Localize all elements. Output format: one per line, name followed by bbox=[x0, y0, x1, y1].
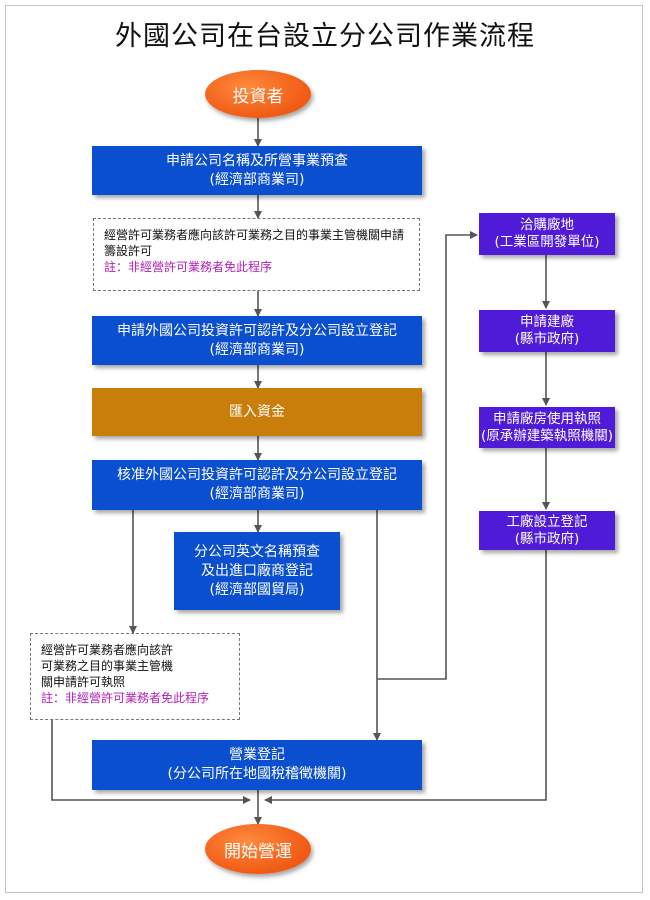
arrow-factory4-to-end bbox=[264, 550, 547, 804]
step-agency: (工業區開發單位) bbox=[494, 234, 600, 250]
step-label: 營業登記 bbox=[229, 747, 285, 763]
step-usage-license: 申請廠房使用執照 (原承辦建築執照機關) bbox=[479, 407, 615, 448]
end-oval: 開始營運 bbox=[205, 824, 311, 874]
step-approval-granted: 核准外國公司投資許可認許及分公司設立登記 (經濟部商業司) bbox=[92, 460, 422, 510]
step-label: 核准外國公司投資許可認許及分公司設立登記 bbox=[117, 467, 397, 483]
step-label: 申請廠房使用執照 bbox=[493, 410, 601, 427]
arrow-to-factory-flow bbox=[377, 231, 478, 680]
step-factory-registration: 工廠設立登記 (縣市政府) bbox=[479, 511, 615, 550]
step-label: 工廠設立登記 bbox=[506, 513, 588, 530]
note-permit-prep: 經營許可業務者應向該許可業務之目的事業主管機關申請籌設許可 註：非經營許可業務者… bbox=[93, 218, 420, 291]
step-agency: (經濟部商業司) bbox=[209, 171, 305, 188]
step-apply-approval: 申請外國公司投資許可認許及分公司設立登記 (經濟部商業司) bbox=[92, 316, 422, 365]
note-remark: 註：非經營許可業務者免此程序 bbox=[41, 691, 210, 705]
step-agency: (經濟部商業司) bbox=[209, 486, 305, 502]
step-name-precheck: 申請公司名稱及所營事業預查 (經濟部商業司) bbox=[92, 146, 422, 195]
step-business-registration: 營業登記 (分公司所在地國稅稽徵機關) bbox=[92, 740, 422, 790]
step-agency: (原承辦建築執照機關) bbox=[480, 427, 614, 444]
step-agency: (縣市政府) bbox=[514, 530, 580, 547]
step-label: 分公司英文名稱預查 bbox=[194, 543, 320, 560]
note-text: 經營許可業務者應向該許可業務之目的事業主管機關申請籌設許可 bbox=[104, 228, 405, 258]
step-acquire-land: 洽購廠地 (工業區開發單位) bbox=[479, 213, 615, 255]
step-apply-build: 申請建廠 (縣市政府) bbox=[479, 310, 615, 352]
note-text-line3: 關申請許可執照 bbox=[41, 675, 126, 689]
step-agency: (分公司所在地國稅稽徵機關) bbox=[167, 766, 347, 782]
page-title: 外國公司在台設立分公司作業流程 bbox=[115, 21, 535, 52]
note-text-line1: 經營許可業務者應向該許 bbox=[41, 643, 174, 657]
step-label: 申請外國公司投資許可認許及分公司設立登記 bbox=[117, 322, 397, 339]
note-text-line2: 可業務之目的事業主管機 bbox=[41, 659, 174, 673]
step-label: 匯入資金 bbox=[229, 403, 285, 420]
step-label: 申請建廠 bbox=[520, 314, 574, 330]
step-english-name-trade: 分公司英文名稱預查 及出進口廠商登記 (經濟部國貿局) bbox=[174, 532, 340, 610]
end-label: 開始營運 bbox=[224, 841, 292, 862]
step-label: 洽購廠地 bbox=[520, 217, 574, 233]
step-agency: (縣市政府) bbox=[514, 331, 580, 347]
diagram-frame bbox=[5, 5, 643, 893]
note-remark: 註：非經營許可業務者免此程序 bbox=[104, 260, 273, 274]
step-agency: (經濟部商業司) bbox=[209, 341, 305, 358]
step-label-2: 及出進口廠商登記 bbox=[201, 562, 313, 579]
step-agency: (經濟部國貿局) bbox=[209, 581, 305, 598]
arrow-note2-to-end bbox=[51, 720, 251, 804]
start-label: 投資者 bbox=[232, 86, 284, 107]
note-permit-license: 經營許可業務者應向該許 可業務之目的事業主管機 關申請許可執照 註：非經營許可業… bbox=[30, 633, 240, 720]
start-oval: 投資者 bbox=[205, 70, 311, 118]
step-remit-funds: 匯入資金 bbox=[92, 388, 422, 436]
step-label: 申請公司名稱及所營事業預查 bbox=[166, 152, 348, 169]
